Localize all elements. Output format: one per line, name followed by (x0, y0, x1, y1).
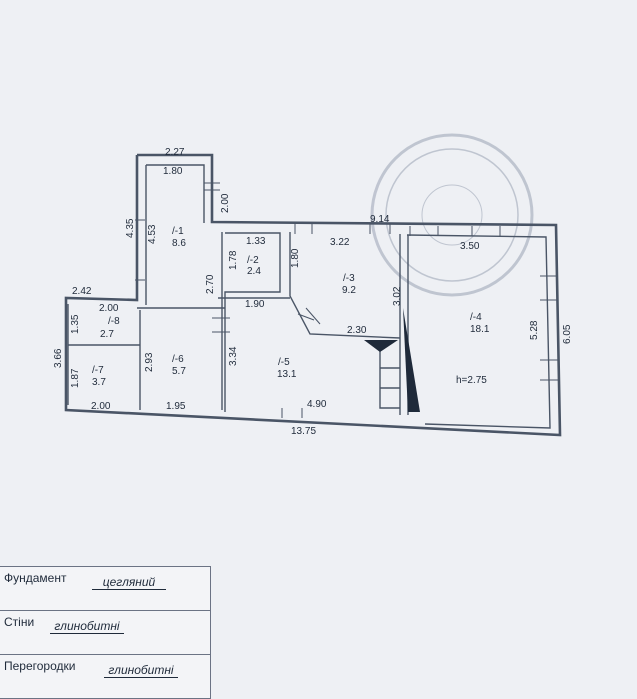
dim-r1-width: 1.80 (163, 166, 183, 177)
dim-left-total: 3.66 (53, 348, 64, 368)
dim-r5-top: 1.90 (245, 299, 265, 310)
room-8-area: 2.7 (100, 329, 114, 340)
dim-left-242: 2.42 (72, 286, 92, 297)
room-3-area: 9.2 (342, 285, 356, 296)
dim-r6-height: 2.93 (144, 352, 155, 372)
room-7-id: /-7 (92, 365, 104, 376)
dim-r6-bottom: 1.95 (166, 401, 186, 412)
dim-r1-height: 4.53 (147, 224, 158, 244)
partitions-row: Перегородки глинобитні (0, 655, 210, 699)
dim-r5-height: 3.34 (228, 346, 239, 366)
dim-r7-bottom: 2.00 (91, 401, 111, 412)
foundation-value: цегляний (92, 575, 166, 590)
dim-r8-height: 1.35 (70, 314, 81, 334)
dim-r4-height: 5.28 (529, 320, 540, 340)
windows (135, 182, 558, 418)
dim-r2-height: 1.78 (228, 250, 239, 270)
room-5-area: 13.1 (277, 369, 297, 380)
floor-plan: 2.27 1.80 2.00 4.35 4.53 9.14 1.33 1.78 … (53, 133, 573, 437)
dim-r1-side: 2.00 (220, 193, 231, 213)
room-4-id: /-4 (470, 312, 482, 323)
room-1-area: 8.6 (172, 238, 186, 249)
dim-r8-width: 2.00 (99, 303, 119, 314)
dim-r4-top: 3.50 (460, 241, 480, 252)
interior-walls (67, 164, 551, 429)
outer-walls (64, 153, 562, 437)
official-stamp (370, 133, 534, 297)
dim-r3-top: 3.22 (330, 237, 350, 248)
walls-label: Стіни (4, 615, 35, 629)
dim-r3-side: 3.02 (392, 286, 403, 306)
dim-left-435: 4.35 (125, 218, 136, 238)
room-2-id: /-2 (247, 255, 259, 266)
room-3-id: /-3 (343, 273, 355, 284)
dimension-labels: 2.27 1.80 2.00 4.35 4.53 9.14 1.33 1.78 … (53, 147, 573, 437)
foundation-row: Фундамент цегляний (0, 567, 210, 611)
dim-r5-inner: 2.30 (347, 325, 367, 336)
walls-row: Стіни глинобитні (0, 611, 210, 655)
room-5-id: /-5 (278, 357, 290, 368)
room-labels: /-1 8.6 /-2 2.4 /-3 9.2 /-4 18.1 /-5 13.… (92, 226, 490, 388)
dim-right-total: 6.05 (562, 324, 573, 344)
room-8-id: /-8 (108, 316, 120, 327)
partitions-value: глинобитні (104, 663, 178, 678)
stove-mark (403, 308, 420, 412)
stair-mark (364, 340, 398, 352)
room-1-id: /-1 (172, 226, 184, 237)
room-6-area: 5.7 (172, 366, 186, 377)
ceiling-height: h=2.75 (456, 375, 487, 386)
foundation-label: Фундамент (4, 571, 67, 585)
room-2-area: 2.4 (247, 266, 261, 277)
room-7-area: 3.7 (92, 377, 106, 388)
dim-r3-left: 1.80 (290, 248, 301, 268)
room-4-area: 18.1 (470, 324, 490, 335)
room-6-id: /-6 (172, 354, 184, 365)
dim-r2-width: 1.33 (246, 236, 266, 247)
dim-r2-left: 2.70 (205, 274, 216, 294)
dim-total-top: 9.14 (370, 214, 390, 225)
dim-r5-bottom: 4.90 (307, 399, 327, 410)
walls-value: глинобитні (50, 619, 124, 634)
dim-r7-height: 1.87 (70, 368, 81, 388)
dim-top-227: 2.27 (165, 147, 185, 158)
dim-total-bottom: 13.75 (291, 426, 316, 437)
materials-legend: Фундамент цегляний Стіни глинобитні Пере… (0, 566, 211, 699)
partitions-label: Перегородки (4, 659, 76, 673)
